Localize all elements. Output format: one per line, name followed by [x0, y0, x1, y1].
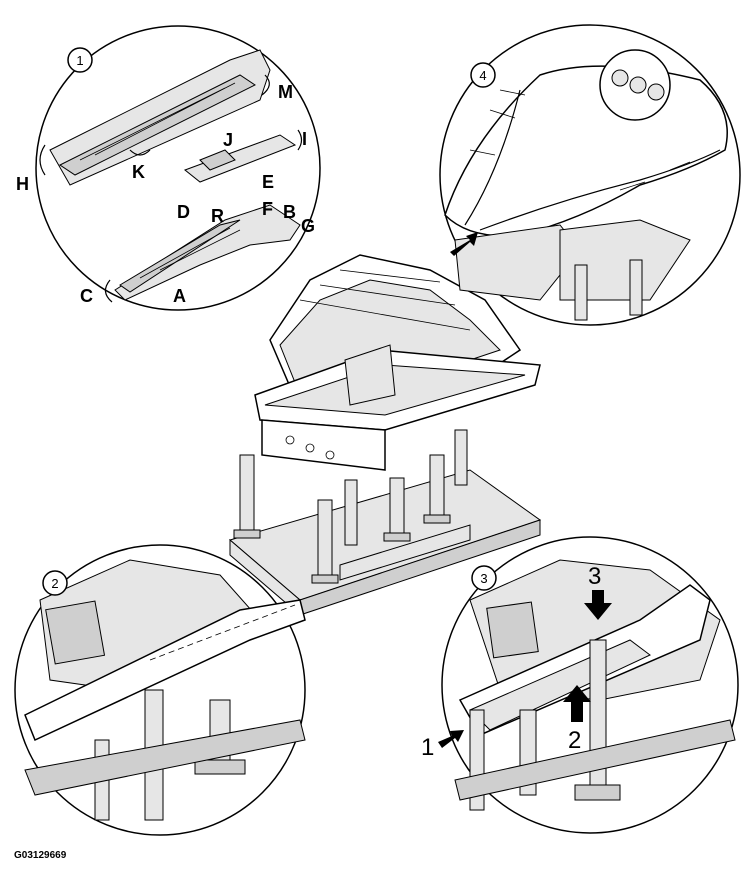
callout-3: 3 [480, 571, 487, 586]
callout-1: 1 [76, 53, 83, 68]
arrow-label-1: 1 [421, 734, 434, 761]
detail-3-placement [441, 536, 739, 834]
label-J: J [223, 130, 233, 150]
label-K: K [132, 162, 145, 182]
callout-4: 4 [479, 68, 486, 83]
label-E: E [262, 172, 274, 192]
label-H: H [16, 174, 29, 194]
label-C: C [80, 286, 93, 306]
label-M: M [278, 82, 293, 102]
jig-posts [233, 429, 468, 584]
callout-2: 2 [51, 576, 58, 591]
callout-4-badge [470, 62, 496, 88]
center-jig-assembly [228, 254, 542, 617]
callout-3-badge [471, 565, 497, 591]
arrow-down-icon [584, 590, 612, 620]
label-F: F [262, 199, 273, 219]
label-D: D [177, 202, 190, 222]
label-B: B [283, 202, 296, 222]
fastener-icon [611, 69, 665, 101]
detail-2-rail [14, 544, 306, 836]
label-G: G [301, 216, 315, 236]
label-I: I [302, 129, 307, 149]
arrow-up-icon [563, 685, 591, 722]
callout-1-badge [67, 47, 93, 73]
arrow-right-icon [438, 730, 464, 748]
label-R: R [211, 206, 224, 226]
arrow-label-3: 3 [588, 563, 601, 590]
figure-code: G03129669 [14, 850, 67, 861]
label-A: A [173, 286, 186, 306]
arrow-label-2: 2 [568, 727, 581, 754]
vehicle-front-body [254, 254, 541, 471]
callout-2-badge [42, 570, 68, 596]
detail-1-components [35, 25, 321, 311]
